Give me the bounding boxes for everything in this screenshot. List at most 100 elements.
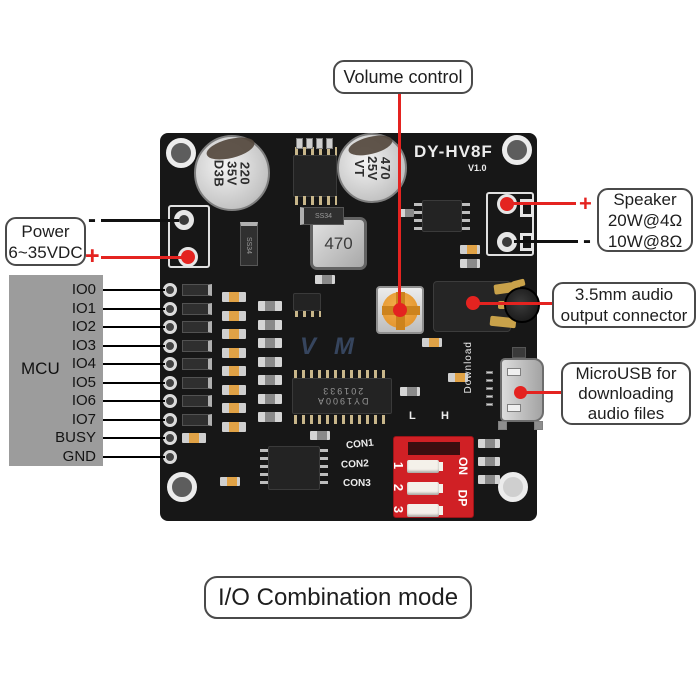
smd-pad: [296, 138, 303, 149]
mcu-block: MCU IO0 IO1 IO2 IO3 IO4 IO5 IO6 IO7 BUSY…: [9, 275, 103, 466]
usb-pad-dash: [486, 371, 493, 374]
speaker-text-line2: 20W@4Ω: [607, 210, 683, 230]
mcu-wire-io7: [103, 419, 165, 421]
power-label: Power 6~35VDC: [5, 217, 86, 266]
io-diode: [182, 377, 212, 389]
header-pin-hole: [163, 357, 177, 371]
smd-resistor: [222, 403, 246, 413]
con3-silkscreen: CON3: [343, 478, 371, 489]
dip-switch: 1 2 3 ON DP: [391, 436, 474, 518]
dip-number-2: 2: [391, 483, 407, 492]
power-connector-outline: [168, 205, 210, 268]
main-ic-line1: DY1900A: [315, 396, 369, 406]
volume-target-dot: [393, 303, 407, 317]
audio-output-label: 3.5mm audio output connector: [552, 282, 696, 328]
usb-pad-dash: [486, 395, 493, 398]
mcu-pin-busy: BUSY: [55, 429, 96, 446]
io-diode: [182, 395, 212, 407]
speaker-text-line1: Speaker: [613, 189, 677, 209]
micro-usb-label: MicroUSB for downloading audio files: [561, 362, 691, 425]
smd-resistor: [222, 385, 246, 395]
smd-pad-pair: [258, 320, 282, 330]
smd-pad-pair: [478, 439, 500, 448]
transistor: [293, 293, 321, 311]
board-model-text: DY-HV8F: [414, 142, 493, 161]
mcu-pin-io7: IO7: [71, 411, 96, 428]
capacitor-top-marking: [346, 131, 395, 160]
smd-resistor: [422, 338, 442, 347]
smd-pad: [326, 138, 333, 149]
smd-resistor: [448, 373, 468, 382]
speaker-label: Speaker 20W@4Ω 10W@8Ω: [597, 188, 693, 252]
io-diode: [182, 303, 212, 315]
smd-resistor: [222, 329, 246, 339]
io-diode: [182, 358, 212, 370]
mcu-pin-io1: IO1: [71, 300, 96, 317]
power-minus-line: [101, 219, 179, 222]
power-range-text: 6~35VDC: [8, 242, 83, 262]
power-title-text: Power: [21, 221, 70, 241]
soic-a-pins-bottom: [295, 196, 337, 205]
con1-silkscreen: CON1: [345, 437, 375, 452]
cap1-line3: D3B: [211, 159, 227, 187]
mcu-wire-io5: [103, 382, 165, 384]
usb-window: [507, 368, 521, 376]
speaker-target-dot: [500, 197, 514, 211]
usb-window: [507, 404, 521, 412]
dip-slider-2: [407, 482, 439, 495]
cap1-line1: 220: [237, 161, 253, 185]
smd-pad-pair: [258, 357, 282, 367]
power-plus-line: [101, 256, 186, 259]
audio-text-line1: 3.5mm audio: [574, 285, 674, 304]
download-silkscreen: Download: [463, 341, 474, 394]
speaker-plus-line: [512, 202, 576, 205]
volume-control-label: Volume control: [333, 60, 473, 94]
mcu-name: MCU: [21, 359, 60, 378]
high-silkscreen: H: [441, 410, 449, 422]
io-combination-mode-label: I/O Combination mode: [204, 576, 472, 619]
smd-pad-pair: [460, 259, 480, 268]
volume-callout-line: [398, 94, 401, 311]
soic-b-pins-right: [462, 203, 470, 231]
smd-resistor: [222, 348, 246, 358]
mcu-wire-io6: [103, 400, 165, 402]
usb-text-line3: audio files: [587, 403, 665, 423]
usb-pad-dash: [486, 403, 493, 406]
dip-dp-label: DP: [455, 489, 470, 507]
smd-resistor: [222, 292, 246, 302]
speaker-terminal-pad: [520, 199, 534, 217]
diode-ss34-horizontal: SS34: [300, 207, 344, 225]
capacitor-470uf: 470 25V VT: [337, 131, 407, 203]
usb-pad-dash: [486, 387, 493, 390]
dip-number-1: 1: [391, 461, 407, 470]
transistor-legs: [295, 311, 321, 317]
dip-slider-3: [407, 504, 439, 517]
mounting-hole-top-right: [502, 135, 532, 165]
audio-callout-line: [478, 302, 553, 305]
smd-resistor: [222, 366, 246, 376]
jack-barrel: [504, 287, 540, 323]
io-combination-mode-text: I/O Combination mode: [217, 583, 459, 611]
usb-pad-dash: [486, 379, 493, 382]
usb-leg: [498, 421, 507, 430]
usb-target-dot: [514, 386, 527, 399]
io-diode: [182, 340, 212, 352]
dip-slider-1: [407, 460, 439, 473]
capacitor-220uf: 220 35V D3B: [194, 133, 270, 211]
soic-chip-a: [293, 155, 337, 197]
main-ic-pins-bottom: [294, 415, 390, 424]
smd-pad: [316, 138, 323, 149]
smd-pad-pair: [398, 209, 414, 217]
soic-a-pins-top: [295, 147, 337, 156]
io-diode: [182, 321, 212, 333]
mcu-pin-io0: IO0: [71, 281, 96, 298]
header-pin-hole: [163, 320, 177, 334]
diode-ss34-vertical: SS34: [240, 222, 258, 266]
mcu-wire-io4: [103, 363, 165, 365]
smd-pad-pair: [258, 338, 282, 348]
capacitor-470uf-label: 470 25V VT: [351, 156, 392, 181]
usb-text-line2: downloading: [578, 383, 674, 403]
usb-leg: [534, 421, 543, 430]
capacitor-220uf-label: 220 35V D3B: [211, 159, 253, 187]
header-pin-hole: [163, 339, 177, 353]
